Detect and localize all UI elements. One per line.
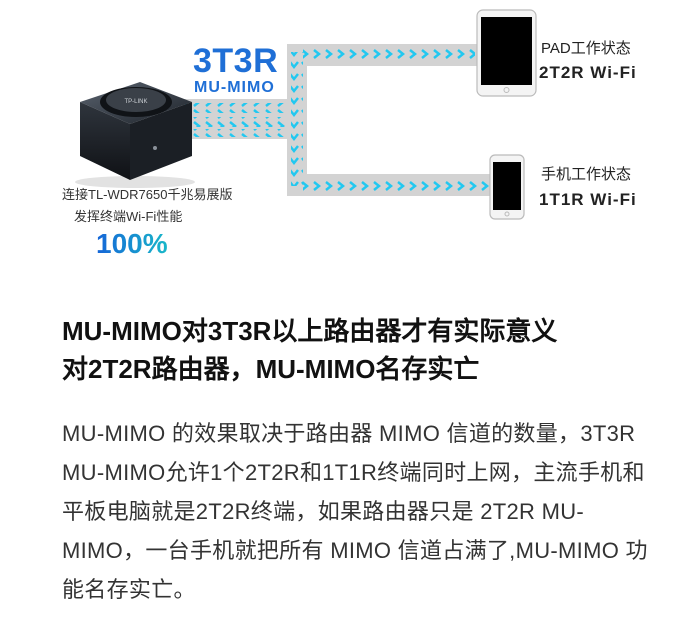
stream-arrows-phone — [303, 179, 489, 191]
headline-line-2: 对2T2R路由器，MU-MIMO名存实亡 — [62, 354, 480, 384]
performance-percent: 100% — [96, 228, 168, 260]
performance-value: 100% — [96, 228, 168, 259]
router-brand-label: TP-LINK — [124, 99, 147, 105]
router-caption: 连接TL-WDR7650千兆易展版 — [62, 187, 233, 202]
phone-icon — [489, 154, 525, 220]
body-paragraph: MU-MIMO 的效果取决于路由器 MIMO 信道的数量，3T3R MU-MIM… — [62, 421, 648, 602]
router-icon: TP-LINK — [75, 82, 195, 188]
mimo-diagram: TP-LINK 3T3R MU-MIMO 连接TL-WDR7650千兆易展版 发… — [0, 0, 697, 290]
stream-arrows-2 — [185, 117, 289, 127]
mu-mimo-label: MU-MIMO — [194, 79, 275, 96]
pad-wifi-label: 2T2R Wi-Fi — [539, 63, 637, 82]
tablet-icon — [476, 9, 537, 97]
signal-paths — [183, 44, 491, 196]
stream-arrows-vertical — [291, 52, 303, 186]
stream-arrows-1 — [185, 103, 289, 113]
router-subcaption: 发挥终端Wi-Fi性能 — [74, 209, 183, 224]
headline: MU-MIMO对3T3R以上路由器才有实际意义 对2T2R路由器，MU-MIMO… — [62, 312, 662, 388]
stream-arrows-3 — [185, 129, 289, 137]
headline-line-1: MU-MIMO对3T3R以上路由器才有实际意义 — [62, 316, 558, 346]
stream-arrows-pad — [303, 49, 475, 61]
phone-state-label: 手机工作状态 — [541, 166, 632, 183]
diagram-graphic: TP-LINK — [75, 9, 537, 220]
pad-state-label: PAD工作状态 — [541, 40, 631, 57]
phone-wifi-label: 1T1R Wi-Fi — [539, 190, 637, 209]
stream-count-label: 3T3R — [193, 42, 279, 80]
